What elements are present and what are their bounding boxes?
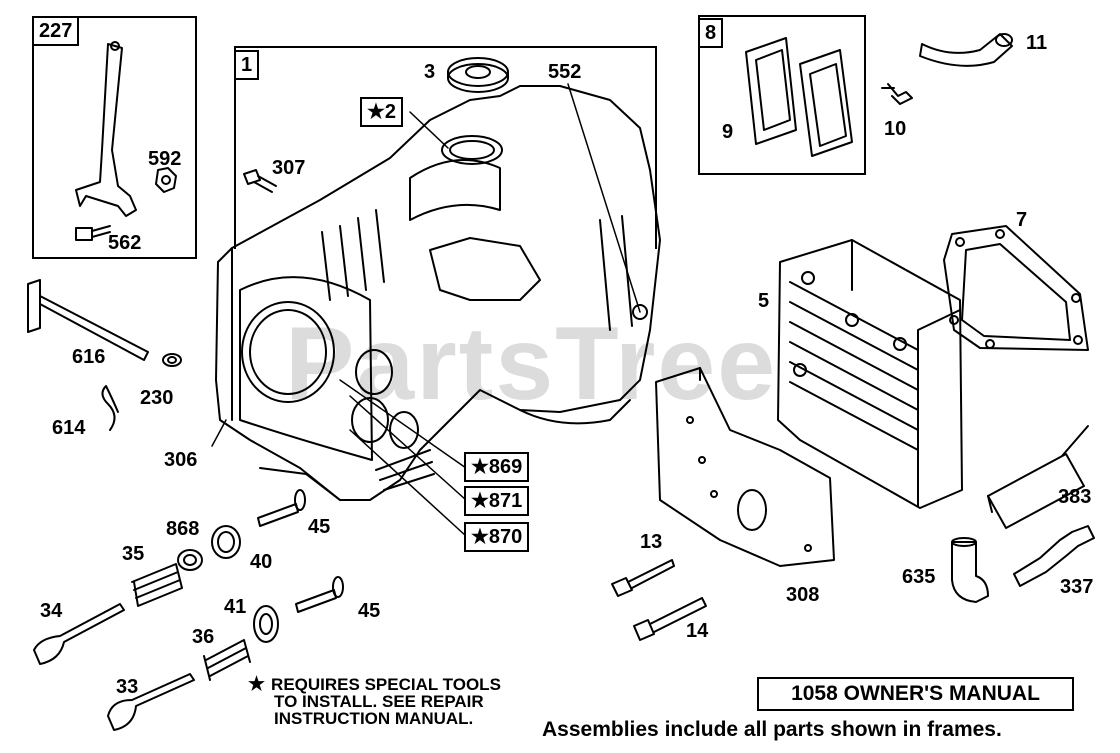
part-label-5: 5 bbox=[758, 290, 770, 312]
bolt-307-drawing bbox=[243, 169, 277, 193]
part-label-11: 11 bbox=[1026, 32, 1048, 54]
spring-35-drawing bbox=[131, 563, 183, 607]
part-label-9: 9 bbox=[722, 121, 734, 143]
part-label-308: 308 bbox=[786, 584, 820, 606]
part-label-34: 34 bbox=[40, 600, 63, 622]
oil-seal-3-drawing bbox=[447, 57, 509, 93]
part-label-33: 33 bbox=[116, 676, 139, 698]
note-line-3: INSTRUCTION MANUAL. bbox=[274, 709, 474, 728]
part-label-41: 41 bbox=[224, 596, 247, 618]
part-label-45-lower: 45 bbox=[358, 600, 381, 622]
governor-lever-drawing bbox=[75, 41, 137, 217]
spark-plug-wrench-383-drawing bbox=[987, 425, 1089, 529]
valve-34-drawing bbox=[33, 603, 125, 665]
screw-562-drawing bbox=[75, 225, 111, 241]
retainer-868-drawing bbox=[177, 549, 203, 571]
frame-1 bbox=[234, 46, 657, 249]
frame-227 bbox=[32, 16, 197, 259]
leader-lines bbox=[211, 83, 641, 537]
washer-230-drawing bbox=[162, 353, 182, 367]
footer-note: Assemblies include all parts shown in fr… bbox=[542, 718, 1002, 741]
bolt-14-drawing bbox=[633, 597, 707, 641]
special-tools-note: ★ REQUIRES SPECIAL TOOLS TO INSTALL. SEE … bbox=[248, 674, 501, 728]
part-label-592: 592 bbox=[148, 148, 182, 170]
seal-40-drawing bbox=[211, 525, 241, 559]
part-label-307: 307 bbox=[272, 157, 306, 179]
engine-block-drawing bbox=[215, 85, 661, 501]
part-label-40: 40 bbox=[250, 551, 273, 573]
tappet-45b-drawing bbox=[295, 576, 344, 613]
callout-871: ★871 bbox=[464, 486, 530, 516]
part-label-14: 14 bbox=[686, 620, 709, 642]
part-label-35: 35 bbox=[122, 543, 145, 565]
baffle-308-drawing bbox=[655, 367, 835, 567]
part-label-562: 562 bbox=[108, 232, 142, 254]
part-label-10: 10 bbox=[884, 118, 907, 140]
star-icon: ★ bbox=[248, 674, 266, 695]
bolt-13-drawing bbox=[611, 559, 675, 597]
screw-10-drawing bbox=[881, 83, 913, 105]
part-label-337: 337 bbox=[1060, 576, 1094, 598]
valve-33-drawing bbox=[107, 673, 195, 731]
spring-36-drawing bbox=[203, 639, 251, 681]
tappet-45a-drawing bbox=[257, 489, 306, 527]
elbow-635-drawing bbox=[951, 537, 989, 603]
part-label-3: 3 bbox=[424, 61, 436, 83]
frame-8-label: 8 bbox=[698, 18, 724, 48]
frame-8 bbox=[698, 15, 866, 175]
watermark: PartsTree bbox=[285, 306, 778, 422]
part-label-868: 868 bbox=[166, 518, 200, 540]
hitch-pin-614-drawing bbox=[101, 385, 119, 431]
part-label-7: 7 bbox=[1016, 209, 1028, 231]
nut-592-drawing bbox=[155, 167, 177, 193]
note-line-1: REQUIRES SPECIAL TOOLS bbox=[271, 675, 501, 694]
head-gasket-7-drawing bbox=[943, 225, 1089, 351]
governor-shaft-616-drawing bbox=[27, 279, 149, 361]
cylinder-head-5-drawing bbox=[777, 239, 963, 509]
note-line-2: TO INSTALL. SEE REPAIR bbox=[274, 692, 484, 711]
part-label-45-upper: 45 bbox=[308, 516, 331, 538]
part-label-614: 614 bbox=[52, 417, 86, 439]
part-label-306: 306 bbox=[164, 449, 198, 471]
breather-tube-11-drawing bbox=[919, 33, 1013, 67]
callout-2: ★2 bbox=[360, 97, 404, 127]
frame-1-label: 1 bbox=[234, 50, 260, 80]
frame-227-label: 227 bbox=[32, 16, 80, 46]
callout-870: ★870 bbox=[464, 522, 530, 552]
part-label-13: 13 bbox=[640, 531, 663, 553]
spark-plug-337-drawing bbox=[1013, 525, 1095, 587]
part-label-616: 616 bbox=[72, 346, 106, 368]
part-label-635: 635 bbox=[902, 566, 936, 588]
breather-gasket-9-drawing bbox=[745, 37, 797, 145]
part-label-383: 383 bbox=[1058, 486, 1092, 508]
retainer-41-drawing bbox=[253, 605, 279, 643]
part-label-36: 36 bbox=[192, 626, 215, 648]
callout-869: ★869 bbox=[464, 452, 530, 482]
manual-title: 1058 OWNER'S MANUAL bbox=[757, 677, 1074, 711]
part-label-230: 230 bbox=[140, 387, 174, 409]
breather-cover-drawing bbox=[799, 49, 853, 157]
part-label-552: 552 bbox=[548, 61, 582, 83]
